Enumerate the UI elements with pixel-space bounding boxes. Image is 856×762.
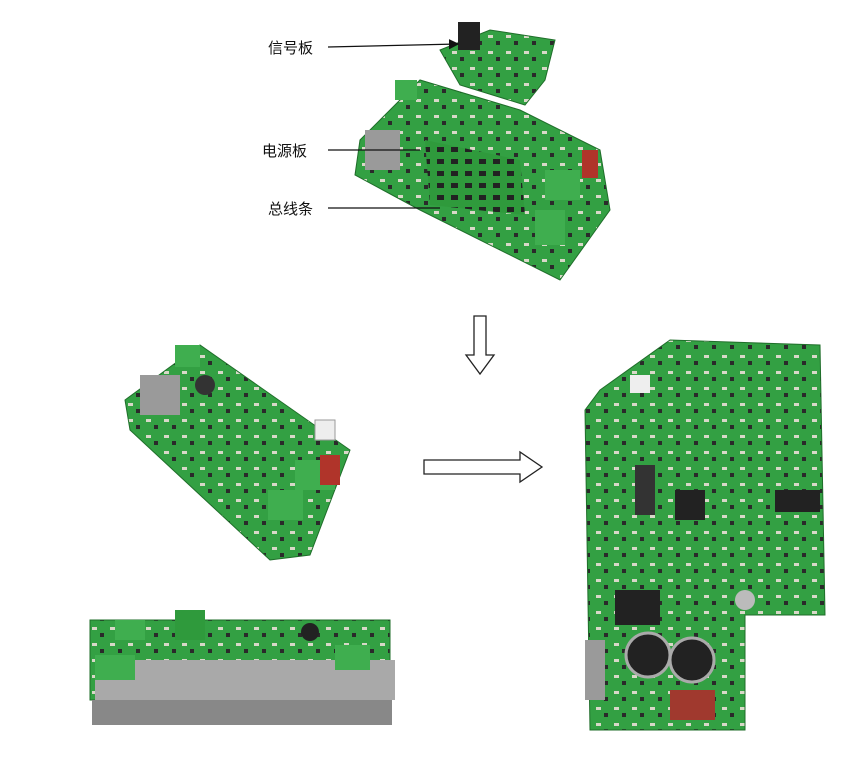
assembled-board-photo — [124, 344, 351, 561]
side-view-photo — [89, 610, 395, 725]
signal-board-label: 信号板 — [268, 39, 314, 57]
power-board-label: 电源板 — [262, 142, 308, 160]
connector-image — [458, 22, 480, 50]
bus-bar-image — [425, 140, 525, 215]
signal-board-arrow — [327, 39, 460, 50]
right-arrow-icon — [423, 450, 544, 484]
down-arrow-icon — [464, 315, 496, 376]
exploded-assembly-photo — [354, 22, 611, 281]
bus-bar-label: 总线条 — [268, 200, 314, 218]
signal-board-closeup-photo — [584, 339, 826, 731]
